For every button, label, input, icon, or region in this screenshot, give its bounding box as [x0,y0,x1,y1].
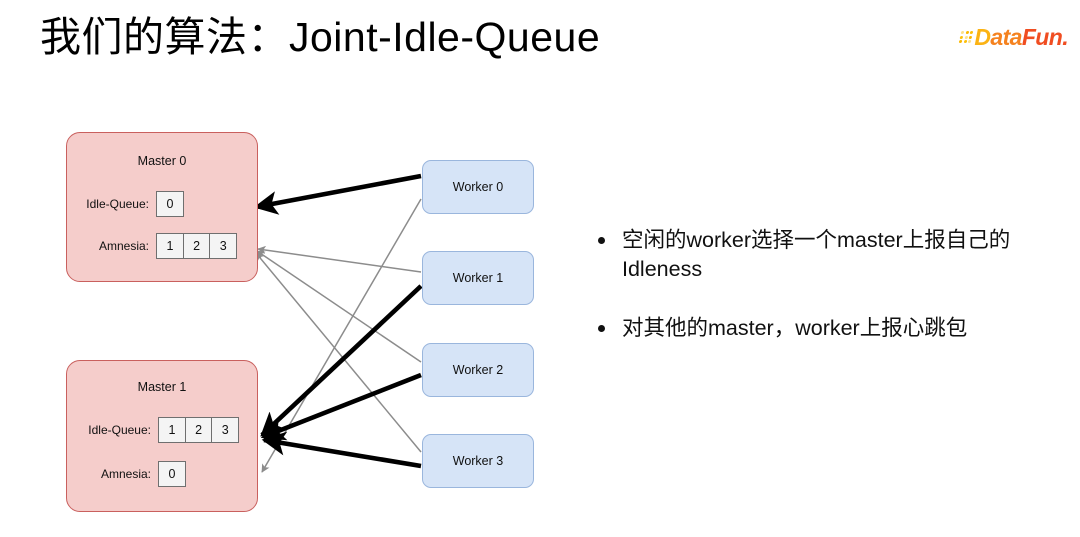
queue-cell: 2 [182,233,211,259]
edge-worker2-master0-heartbeat [256,250,422,363]
queue-cell: 2 [184,417,213,443]
logo-text-d: D [974,23,991,50]
queue-cell: 1 [156,233,184,259]
master-0-idle-queue-row: Idle-Queue: 0 [77,191,184,217]
edge-worker0-master1-heartbeat [261,198,422,473]
worker-node-2[interactable]: Worker 2 [422,343,534,397]
master-1-idle-queue-row: Idle-Queue: 1 2 3 [73,417,240,443]
master-0-amnesia-row: Amnesia: 1 2 3 [77,233,238,259]
master-0-amnesia-cells: 1 2 3 [156,233,238,259]
master-1-idle-queue-label: Idle-Queue: [88,423,151,437]
bullet-list: 空闲的worker选择一个master上报自己的Idleness 对其他的mas… [596,226,1036,374]
page-title: 我们的算法：Joint-Idle-Queue [40,14,601,60]
worker-node-0[interactable]: Worker 0 [422,160,534,214]
bullet-item-1: 对其他的master，worker上报心跳包 [596,314,1036,343]
master-0-amnesia-label: Amnesia: [98,239,149,253]
logo-text-fun: Fun. [1021,23,1069,50]
master-0-idle-queue-cells: 0 [156,191,184,217]
datafun-logo: DataFun. [959,22,1069,52]
edge-worker0-master0-idleness [253,173,422,215]
queue-cell: 0 [156,191,184,217]
edge-worker1-master0-heartbeat [257,245,422,273]
queue-cell: 0 [158,461,186,487]
master-1-amnesia-row: Amnesia: 0 [73,461,186,487]
bullet-item-0: 空闲的worker选择一个master上报自己的Idleness [596,226,1036,284]
edge-worker2-master1-idleness [260,372,422,441]
master-0-title: Master 0 [137,154,187,168]
queue-cell: 1 [158,417,186,443]
master-1-title: Master 1 [137,380,187,394]
architecture-diagram: Master 0 Idle-Queue: 0 Amnesia: 1 2 3 Ma… [66,132,534,512]
master-node-0[interactable]: Master 0 Idle-Queue: 0 Amnesia: 1 2 3 [66,132,258,282]
logo-wordmark: DataFun. [974,23,1069,50]
logo-text-ata: ata [990,23,1022,50]
edge-layer [253,173,423,473]
queue-cell: 3 [209,233,238,259]
master-1-amnesia-cells: 0 [158,461,186,487]
master-node-1[interactable]: Master 1 Idle-Queue: 1 2 3 Amnesia: 0 [66,360,258,512]
edge-worker1-master1-idleness [260,284,423,437]
worker-node-3[interactable]: Worker 3 [422,434,534,488]
worker-node-1[interactable]: Worker 1 [422,251,534,305]
edge-worker3-master1-idleness [261,431,422,469]
edge-worker3-master0-heartbeat [255,252,422,453]
logo-dots-icon [959,31,974,43]
master-0-idle-queue-label: Idle-Queue: [86,197,149,211]
queue-cell: 3 [211,417,240,443]
idleness-edges [253,173,423,469]
master-1-idle-queue-cells: 1 2 3 [158,417,240,443]
master-1-amnesia-label: Amnesia: [100,467,151,481]
